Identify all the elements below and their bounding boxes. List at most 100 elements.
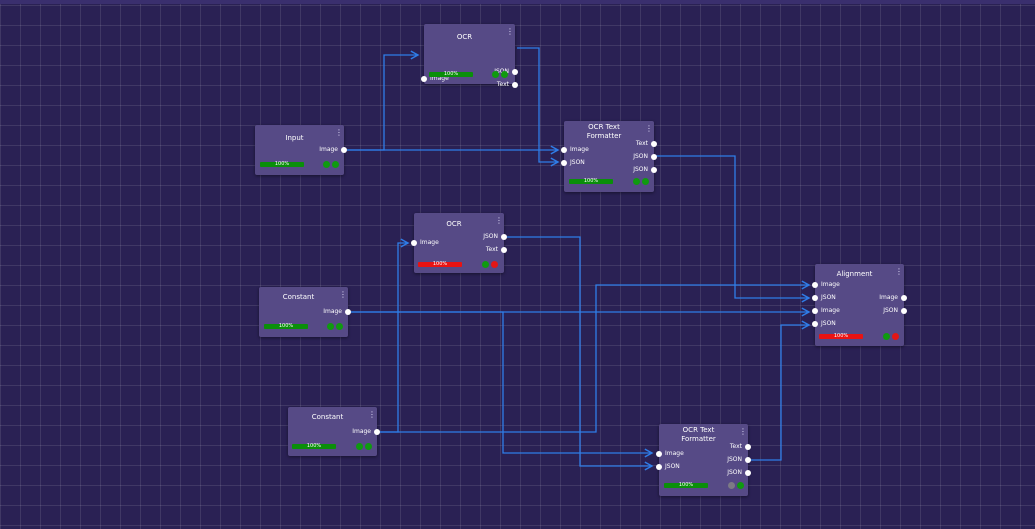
progress-bar: 100% [429, 72, 473, 77]
output-port-text[interactable]: Text [730, 442, 751, 452]
input-port-image[interactable]: Image [561, 145, 589, 155]
node-title: OCR [446, 220, 462, 228]
port-dot[interactable] [651, 154, 657, 160]
port-dot[interactable] [512, 69, 518, 75]
menu-icon[interactable]: ⋮ [335, 128, 343, 137]
input-port-json[interactable]: JSON [656, 462, 680, 472]
input-node[interactable]: Input ⋮ Image 100% [255, 125, 347, 175]
input-port-json-secondary[interactable]: JSON [812, 319, 836, 329]
node-title: Alignment [836, 270, 873, 278]
status-light [365, 443, 372, 450]
status-light [356, 443, 363, 450]
progress-bar: 100% [260, 162, 304, 167]
node-title: OCR Text Formatter [586, 123, 622, 140]
output-port-json[interactable]: JSON [883, 306, 907, 316]
status-light [491, 261, 498, 268]
output-port-text[interactable]: Text [636, 139, 657, 149]
ocr-node-middle[interactable]: OCR ⋮ Image JSON Text 100% [411, 213, 507, 273]
port-dot[interactable] [501, 234, 507, 240]
output-port-json[interactable]: JSON [727, 455, 751, 465]
port-dot[interactable] [656, 464, 662, 470]
wire-ocr-top-json-to-formatter-top [517, 47, 558, 162]
status-light [728, 482, 735, 489]
port-dot[interactable] [561, 147, 567, 153]
status-light [492, 71, 499, 78]
port-dot[interactable] [812, 282, 818, 288]
canvas-top-border [0, 0, 1035, 4]
port-dot[interactable] [812, 308, 818, 314]
input-port-json[interactable]: JSON [561, 158, 585, 168]
output-port-image[interactable]: Image [879, 293, 907, 303]
progress-bar: 100% [569, 179, 613, 184]
ocr-text-formatter-node-top[interactable]: OCR Text Formatter ⋮ Image JSON Text JSO… [561, 121, 657, 192]
output-port-json-secondary[interactable]: JSON [633, 165, 657, 175]
output-port-text[interactable]: Text [497, 80, 518, 90]
menu-icon[interactable]: ⋮ [495, 216, 503, 225]
ocr-node-top[interactable]: OCR ⋮ Image JSON Text 100% [421, 24, 518, 88]
input-port-image[interactable]: Image [656, 449, 684, 459]
output-port-text[interactable]: Text [486, 245, 507, 255]
output-port-image[interactable]: Image [352, 427, 380, 437]
input-port-image[interactable]: Image [421, 74, 449, 84]
ocr-text-formatter-node-bottom[interactable]: OCR Text Formatter ⋮ Image JSON Text JSO… [656, 424, 751, 496]
status-light [336, 323, 343, 330]
progress-bar: 100% [264, 324, 308, 329]
node-title: OCR [456, 33, 473, 41]
input-port-image[interactable]: Image [411, 238, 439, 248]
node-title: Input [285, 134, 304, 142]
output-port-json-secondary[interactable]: JSON [727, 468, 751, 478]
port-dot[interactable] [411, 240, 417, 246]
port-dot[interactable] [656, 451, 662, 457]
output-port-image[interactable]: Image [323, 307, 351, 317]
node-title: Constant [282, 293, 315, 301]
port-dot[interactable] [745, 444, 751, 450]
port-dot[interactable] [512, 82, 518, 88]
status-light [327, 323, 334, 330]
port-dot[interactable] [812, 321, 818, 327]
port-dot[interactable] [421, 76, 427, 82]
output-port-json[interactable]: JSON [483, 232, 507, 242]
menu-icon[interactable]: ⋮ [645, 124, 653, 133]
port-dot[interactable] [901, 295, 907, 301]
wire-ocr-mid-json-to-formatter-bottom [506, 236, 652, 466]
status-light [332, 161, 339, 168]
status-light [323, 161, 330, 168]
status-light [737, 482, 744, 489]
status-light [892, 333, 899, 340]
wire-constant-2-to-alignment [379, 285, 809, 433]
wire-constant-1-to-formatter-bottom [350, 311, 652, 453]
port-dot[interactable] [374, 429, 380, 435]
status-light [642, 178, 649, 185]
output-port-image[interactable]: Image [319, 145, 347, 155]
output-port-json[interactable]: JSON [633, 152, 657, 162]
menu-icon[interactable]: ⋮ [339, 290, 347, 299]
progress-bar: 100% [418, 262, 462, 267]
constant-node-1[interactable]: Constant ⋮ Image 100% [259, 287, 351, 337]
port-dot[interactable] [341, 147, 347, 153]
input-port-image[interactable]: Image [812, 280, 840, 290]
menu-icon[interactable]: ⋮ [895, 267, 903, 276]
menu-icon[interactable]: ⋮ [368, 410, 376, 419]
constant-node-2[interactable]: Constant ⋮ Image 100% [288, 407, 380, 456]
menu-icon[interactable]: ⋮ [739, 427, 747, 436]
port-dot[interactable] [345, 309, 351, 315]
port-dot[interactable] [561, 160, 567, 166]
port-dot[interactable] [651, 141, 657, 147]
port-dot[interactable] [745, 470, 751, 476]
input-port-image-secondary[interactable]: Image [812, 306, 840, 316]
node-title: OCR Text Formatter [681, 426, 716, 443]
port-dot[interactable] [745, 457, 751, 463]
menu-icon[interactable]: ⋮ [506, 27, 514, 36]
wire-formatter-bottom-json-to-alignment [750, 325, 809, 461]
alignment-node[interactable]: Alignment ⋮ Image JSON Image JSON Image … [812, 264, 907, 346]
input-port-json[interactable]: JSON [812, 293, 836, 303]
port-dot[interactable] [501, 247, 507, 253]
port-dot[interactable] [901, 308, 907, 314]
node-title: Constant [311, 413, 344, 421]
progress-bar: 100% [292, 444, 336, 449]
status-light [501, 71, 508, 78]
port-dot[interactable] [812, 295, 818, 301]
port-dot[interactable] [651, 167, 657, 173]
progress-bar: 100% [819, 334, 863, 339]
